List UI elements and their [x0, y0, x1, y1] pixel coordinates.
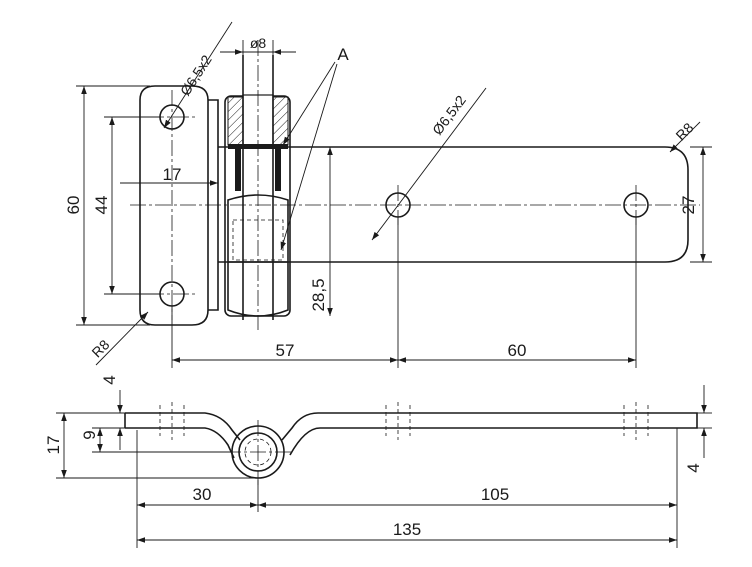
- dim-length-135: 135: [393, 520, 421, 539]
- dim-offset-17: 17: [163, 165, 182, 184]
- base-plate-outline: [139, 85, 209, 326]
- dim-spacing-57: 57: [276, 341, 295, 360]
- dim-pin-height: 28,5: [309, 278, 328, 311]
- dim-pin-diameter: ø8: [250, 35, 267, 51]
- dim-height-17: 17: [44, 436, 63, 455]
- lower-knuckle: [227, 194, 289, 317]
- side-view: [124, 402, 698, 485]
- side-leaf-plate: [281, 412, 698, 456]
- washer-right: [275, 146, 281, 191]
- dim-length-30: 30: [193, 485, 212, 504]
- washer-left: [235, 146, 241, 191]
- dim-radius-leaf-end: R8: [672, 119, 696, 143]
- dim-spacing-60: 60: [508, 341, 527, 360]
- dim-height-total: 60: [64, 196, 83, 215]
- dim-radius-base-corner: R8: [88, 336, 112, 360]
- side-view-dimensions: 4 9 17 4 30 105 135: [44, 375, 712, 548]
- dim-hole-spacing-vertical: 44: [92, 196, 111, 215]
- top-view: [130, 40, 700, 330]
- side-base-plate: [125, 427, 235, 459]
- dim-height-9: 9: [80, 430, 99, 439]
- dim-length-105: 105: [481, 485, 509, 504]
- dim-thickness-top: 4: [100, 375, 119, 384]
- dim-thickness-right: 4: [684, 463, 703, 472]
- dim-hole-leaf: Ø6,5x2: [429, 92, 469, 138]
- top-view-dimensions: 60 44 17 ø8 Ø6,5x2 A Ø6,5x2 R8 R8: [64, 21, 712, 368]
- dim-hole-top-left: Ø6,5x2: [177, 52, 215, 99]
- dim-leaf-width: 27: [679, 196, 698, 215]
- label-a: A: [337, 45, 349, 64]
